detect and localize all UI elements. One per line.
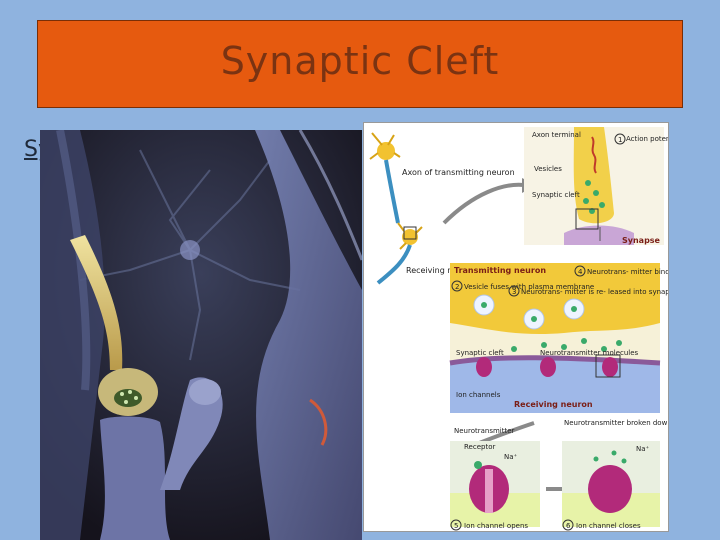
label-receiving-neuron-top: Receiving neuron [406,266,475,275]
label-ion-channels: Ion channels [456,391,501,399]
step-1-number: 1 [618,136,622,144]
label-step-5: Ion channel opens [464,522,528,530]
label-synaptic-cleft-mid: Synaptic cleft [456,349,504,357]
label-receptor: Receptor [464,443,495,451]
label-transmitting-neuron: Transmitting neuron [454,266,546,275]
step-3-number: 3 [512,288,516,296]
label-step-3: Neurotrans- mitter is re- leased into sy… [521,288,668,296]
step-2-number: 2 [455,283,459,291]
neuron-illustration [40,130,362,540]
label-step-4: Neurotrans- mitter binds to receptor on … [587,268,668,276]
label-step-2: Vesicle fuses with plasma membrane [464,283,594,291]
label-synapse: Synapse [622,236,661,245]
step-6-number: 6 [566,522,571,530]
transmitting-neuron-icon [369,132,423,285]
label-action-potential: Action potential arrives [626,135,668,143]
label-na-right: Na⁺ [636,445,650,453]
label-synaptic-cleft-top: Synaptic cleft [532,191,580,199]
label-axon-terminal: Axon terminal [532,131,581,139]
step-5-number: 5 [454,522,458,530]
label-neurotransmitter: Neurotransmitter [454,427,515,435]
synapse-diagram: Axon of transmitting neuron Receiving ne… [363,122,720,532]
label-axon-transmitting: Axon of transmitting neuron [402,168,515,177]
label-na-left: Na⁺ [504,453,518,461]
step-4-number: 4 [578,268,583,276]
label-receiving-neuron-mid: Receiving neuron [514,400,593,409]
label-nt-broken: Neurotransmitter broken down and release… [564,419,668,427]
label-vesicles: Vesicles [534,165,562,173]
title-bar: Synaptic Cleft [37,20,683,108]
label-neurotransmitter-molecules: Neurotransmitter molecules [540,349,639,357]
slide-title: Synaptic Cleft [220,39,500,83]
label-step-6: Ion channel closes [576,522,641,530]
